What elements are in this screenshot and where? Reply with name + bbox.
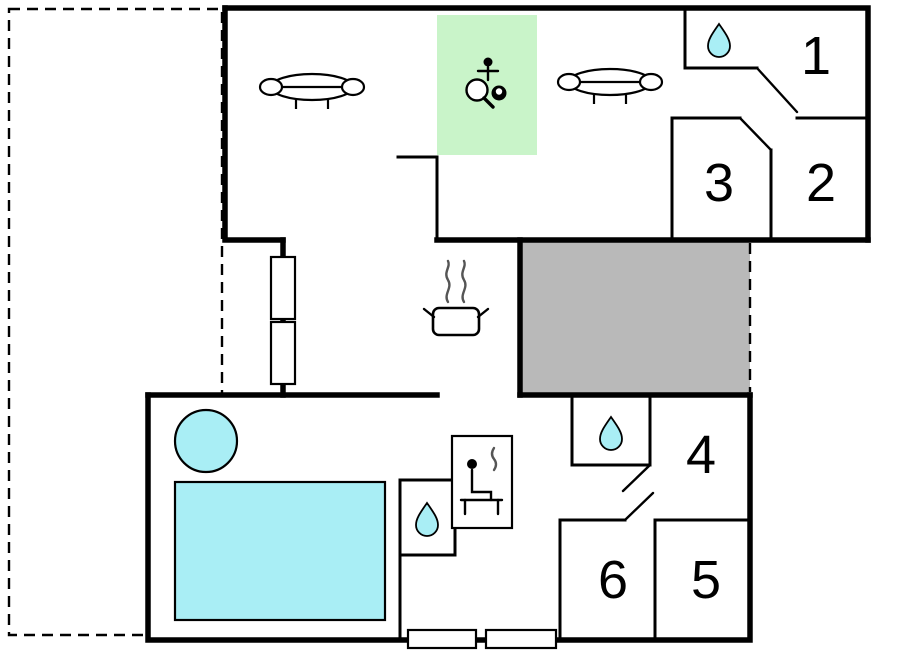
stove-icon <box>422 259 490 337</box>
wall-top-block-left <box>222 5 286 243</box>
door-swing-room3 <box>738 116 773 152</box>
room-2-label: 2 <box>806 153 836 213</box>
hot-tub <box>173 408 239 474</box>
window <box>484 628 558 650</box>
room-6-label: 6 <box>598 550 628 610</box>
door-swing-bath-top <box>755 66 799 114</box>
window <box>269 255 297 321</box>
terrace-covered-area <box>520 240 750 395</box>
door-swing-room6 <box>623 491 655 522</box>
room-4-label: 4 <box>686 425 716 485</box>
living-area-floor <box>225 8 868 240</box>
wall-kitchen-step <box>396 155 439 242</box>
interior-walls-top <box>396 6 870 242</box>
windows <box>269 255 558 650</box>
wall-bath-annex <box>570 393 652 467</box>
window <box>269 320 297 386</box>
terrace-dashed-area <box>7 7 224 637</box>
room-1-label: 1 <box>801 26 831 86</box>
window <box>406 628 478 650</box>
sauna-cabin <box>450 434 514 530</box>
wall-bath-top <box>683 6 759 70</box>
door-swing-room4 <box>621 463 652 493</box>
game-room-icon <box>465 57 507 109</box>
room-3-label: 3 <box>704 153 734 213</box>
interior-walls-annex <box>398 393 752 642</box>
wall-top-block <box>222 5 871 243</box>
kitchen-hallway-floor <box>283 240 520 395</box>
room-5-label: 5 <box>691 550 721 610</box>
sauna-icon <box>459 446 504 516</box>
swimming-pool <box>173 480 387 622</box>
